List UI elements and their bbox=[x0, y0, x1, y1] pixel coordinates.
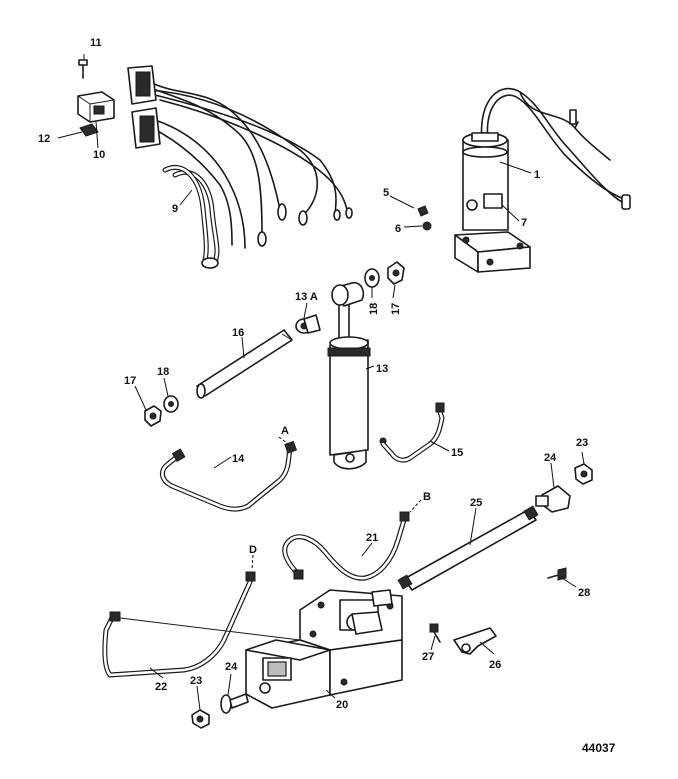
callout-1: 1 bbox=[534, 169, 540, 181]
callout-22: 22 bbox=[155, 681, 167, 693]
callout-20: 20 bbox=[336, 699, 348, 711]
callout-28: 28 bbox=[578, 587, 590, 599]
callout-5: 5 bbox=[383, 187, 389, 199]
callout-18-top: 18 bbox=[368, 303, 380, 315]
callout-17: 17 bbox=[124, 375, 136, 387]
connection-label-a: A bbox=[281, 425, 289, 437]
small-parts bbox=[191, 463, 593, 729]
callout-18: 18 bbox=[157, 366, 169, 378]
callout-labels: 11 12 10 9 1 5 6 7 13 A 18 17 16 13 18 1… bbox=[38, 37, 590, 711]
callout-24: 24 bbox=[225, 661, 238, 673]
callout-27: 27 bbox=[422, 651, 434, 663]
callout-9: 9 bbox=[172, 203, 178, 215]
callout-13: 13 bbox=[376, 363, 388, 375]
callout-15: 15 bbox=[451, 447, 463, 459]
callout-21: 21 bbox=[366, 532, 378, 544]
callout-23: 23 bbox=[190, 675, 202, 687]
callout-12: 12 bbox=[38, 133, 50, 145]
connection-label-b: B bbox=[423, 491, 431, 503]
trim-cylinder-assembly bbox=[144, 261, 405, 470]
callout-17-top: 17 bbox=[390, 303, 402, 315]
callout-11: 11 bbox=[90, 37, 102, 49]
leader-lines bbox=[57, 54, 585, 711]
callout-25: 25 bbox=[470, 497, 482, 509]
callout-24-top: 24 bbox=[544, 452, 557, 464]
pump-motor-assembly bbox=[417, 87, 631, 273]
callout-23-top: 23 bbox=[576, 437, 588, 449]
callout-14: 14 bbox=[232, 453, 245, 465]
callout-6: 6 bbox=[395, 223, 401, 235]
callout-13a: 13 A bbox=[295, 291, 318, 303]
callout-7: 7 bbox=[521, 217, 527, 229]
figure-number: 44037 bbox=[582, 741, 616, 755]
callout-26: 26 bbox=[489, 659, 501, 671]
wiring-harness bbox=[77, 59, 353, 269]
hydraulic-lines bbox=[102, 402, 445, 678]
callout-10: 10 bbox=[93, 149, 105, 161]
callout-16: 16 bbox=[232, 327, 244, 339]
connection-label-d: D bbox=[249, 544, 257, 556]
trim-valve-block bbox=[245, 589, 403, 709]
